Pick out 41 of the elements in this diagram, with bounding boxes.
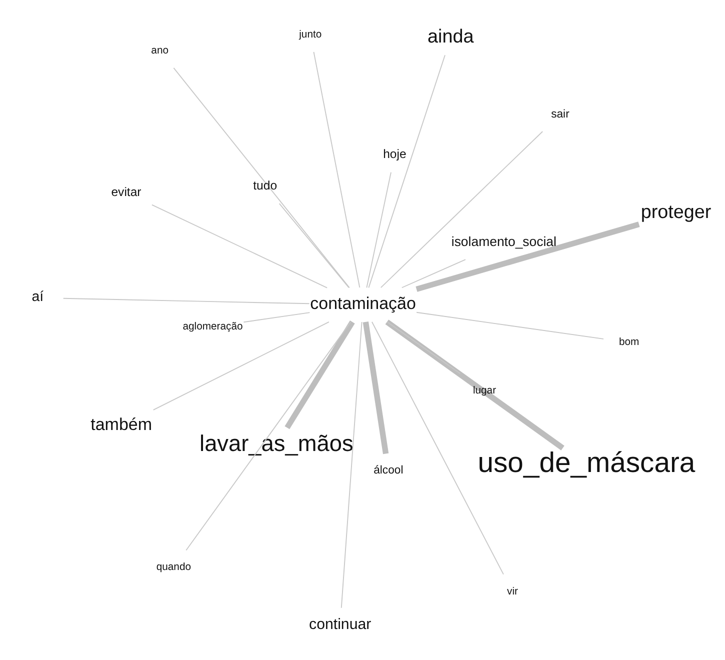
- connector: [173, 67, 350, 288]
- node-text: bom: [619, 337, 640, 348]
- node-text: também: [90, 415, 152, 434]
- node-text: lugar: [472, 385, 496, 396]
- node-text: ainda: [428, 26, 474, 48]
- connector: [386, 322, 461, 374]
- connector: [416, 312, 604, 340]
- connector: [152, 321, 330, 410]
- node-text: isolamento_social: [451, 234, 556, 250]
- connector: [284, 320, 355, 430]
- node-text: quando: [156, 562, 191, 574]
- connector: [362, 322, 389, 454]
- connector: [401, 259, 466, 288]
- node-text: evitar: [111, 184, 142, 199]
- node-text: sair: [551, 108, 570, 120]
- node-text: contaminação: [310, 294, 416, 313]
- node-text: junto: [299, 29, 322, 40]
- connector: [416, 222, 640, 292]
- node-text: continuar: [309, 616, 372, 633]
- node-text: uso_de_máscara: [478, 447, 696, 480]
- connector: [62, 298, 310, 304]
- connector: [243, 312, 310, 323]
- node-text: aglomeração: [182, 321, 243, 332]
- connector: [368, 54, 446, 288]
- connector: [340, 322, 362, 608]
- connector: [313, 51, 360, 288]
- node-text: proteger: [640, 202, 712, 224]
- connector: [366, 172, 392, 288]
- connector: [278, 203, 350, 288]
- node-text: hoje: [383, 147, 406, 162]
- node-text: aí: [32, 289, 44, 306]
- node-text: tudo: [253, 178, 278, 192]
- node-text: ano: [151, 45, 168, 56]
- connector: [371, 321, 504, 575]
- node-text: vir: [507, 586, 518, 598]
- connector: [380, 131, 544, 288]
- node-text: lavar_as_mãos: [200, 430, 354, 456]
- connector: [151, 204, 328, 288]
- connector: [385, 320, 564, 450]
- node-text: álcool: [374, 464, 404, 477]
- connector: [186, 322, 352, 551]
